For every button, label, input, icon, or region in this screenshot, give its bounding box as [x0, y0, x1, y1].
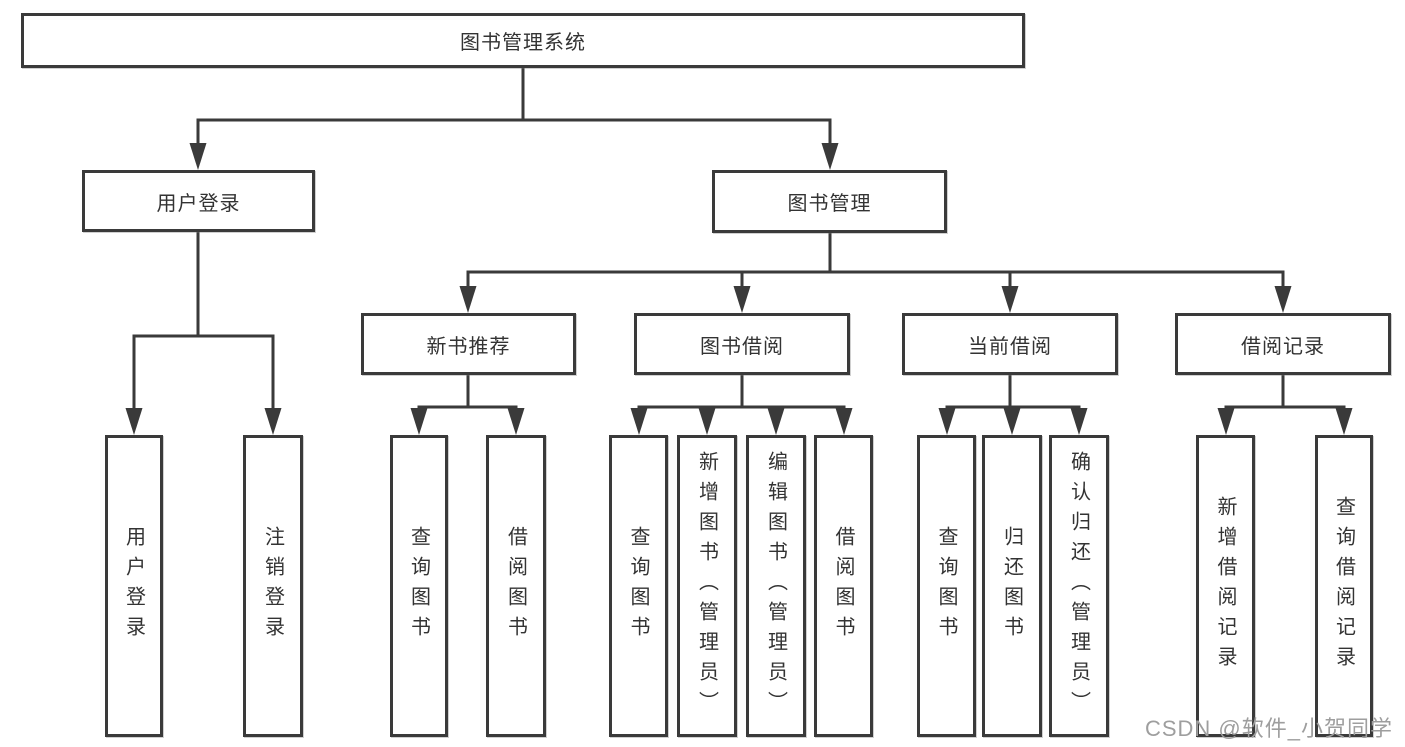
- leaf-edit-books-admin: 编辑图书（管理员）: [746, 435, 806, 737]
- leaf-add-books-admin: 新增图书（管理员）: [677, 435, 737, 737]
- leaf-label: 查询借阅记录: [1332, 496, 1355, 676]
- arrowhead-book-management: [821, 143, 839, 170]
- leaf-label: 注销登录: [261, 526, 284, 646]
- connector-current-borrow-branch: [945, 375, 1081, 412]
- arrowhead-new-books: [459, 286, 477, 313]
- arrowhead-cb-query: [938, 408, 956, 435]
- leaf-return-books: 归还图书: [982, 435, 1042, 737]
- leaf-label: 用户登录: [122, 526, 145, 646]
- leaf-label: 编辑图书（管理员）: [764, 451, 787, 721]
- leaf-label: 归还图书: [1000, 526, 1023, 646]
- node-library-management-system: 图书管理系统: [21, 13, 1025, 68]
- leaf-query-books-nb: 查询图书: [390, 435, 448, 737]
- leaf-confirm-return-admin: 确认归还（管理员）: [1049, 435, 1109, 737]
- node-label: 新书推荐: [426, 335, 511, 358]
- arrowhead-cb-confirm: [1070, 408, 1088, 435]
- node-book-borrowing: 图书借阅: [634, 313, 850, 375]
- connector-book-borrow-branch: [637, 375, 846, 412]
- arrowhead-book-borrow: [733, 286, 751, 313]
- leaf-query-books-bb: 查询图书: [609, 435, 668, 737]
- leaf-add-borrow-record: 新增借阅记录: [1196, 435, 1255, 737]
- connector-new-books-branch: [417, 375, 518, 412]
- node-label: 图书管理: [787, 193, 872, 215]
- node-current-borrowing: 当前借阅: [902, 313, 1118, 375]
- leaf-label: 查询图书: [407, 526, 430, 646]
- leaf-label: 查询图书: [627, 526, 649, 646]
- node-label: 当前借阅: [968, 335, 1052, 358]
- connector-borrow-records-branch: [1224, 375, 1346, 412]
- arrowhead-nb-borrow: [507, 408, 525, 435]
- leaf-label: 新增图书（管理员）: [695, 451, 718, 721]
- arrowhead-bb-query: [630, 408, 648, 435]
- arrowhead-cb-return: [1003, 408, 1021, 435]
- leaf-query-books-cb: 查询图书: [917, 435, 976, 737]
- arrowhead-bb-add: [698, 408, 716, 435]
- leaf-label: 借阅图书: [504, 526, 527, 646]
- node-new-book-recommendation: 新书推荐: [361, 313, 576, 375]
- node-borrowing-records: 借阅记录: [1175, 313, 1391, 375]
- arrowhead-br-query: [1335, 408, 1353, 435]
- leaf-query-borrow-record: 查询借阅记录: [1315, 435, 1373, 737]
- connector-book-management-branch: [466, 233, 1285, 290]
- node-user-login: 用户登录: [82, 170, 315, 232]
- arrowhead-user-login: [189, 143, 207, 170]
- arrowhead-nb-query: [410, 408, 428, 435]
- arrowhead-current-borrow: [1001, 286, 1019, 313]
- connector-user-login-branch: [132, 232, 275, 411]
- connector-root-to-level2: [196, 68, 832, 146]
- leaf-user-login: 用户登录: [105, 435, 163, 737]
- arrowhead-leaf-login: [125, 408, 143, 435]
- arrowhead-bb-borrow: [835, 408, 853, 435]
- node-label: 图书借阅: [700, 335, 784, 358]
- arrowhead-bb-edit: [767, 408, 785, 435]
- node-label: 图书管理系统: [460, 32, 586, 54]
- node-book-management: 图书管理: [712, 170, 947, 233]
- leaf-label: 新增借阅记录: [1214, 496, 1236, 676]
- leaf-label: 借阅图书: [832, 526, 854, 646]
- leaf-borrow-books-bb: 借阅图书: [814, 435, 873, 737]
- arrowhead-borrow-records: [1274, 286, 1292, 313]
- node-label: 借阅记录: [1241, 335, 1325, 358]
- leaf-label: 查询图书: [935, 526, 957, 646]
- arrowhead-leaf-logout: [264, 408, 282, 435]
- leaf-label: 确认归还（管理员）: [1067, 451, 1090, 721]
- node-label: 用户登录: [156, 192, 241, 215]
- leaf-borrow-books-nb: 借阅图书: [486, 435, 546, 737]
- csdn-watermark: CSDN @软件_小贺同学: [1144, 716, 1393, 741]
- arrowhead-br-add: [1217, 408, 1235, 435]
- leaf-logout: 注销登录: [243, 435, 303, 737]
